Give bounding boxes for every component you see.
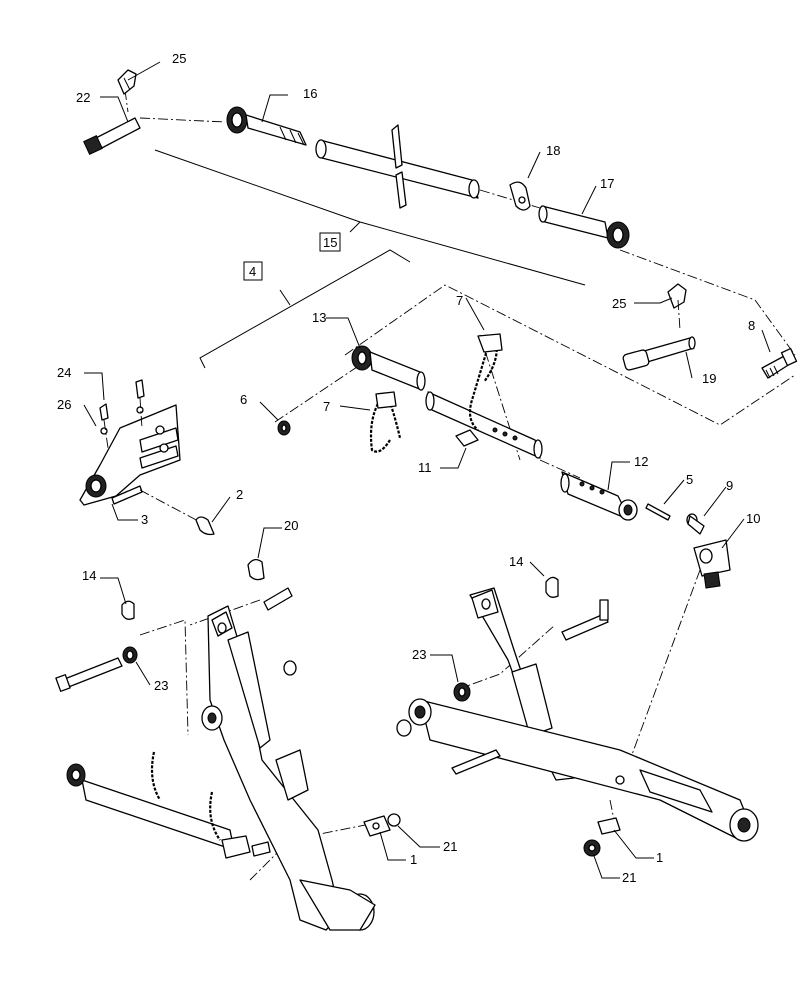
chain-7-upper-hook bbox=[477, 333, 503, 353]
callout-6: 6 bbox=[240, 392, 247, 407]
callout-4-box: 4 bbox=[243, 261, 263, 281]
chain-7-upper bbox=[468, 339, 498, 431]
callout-12: 12 bbox=[634, 454, 648, 469]
callout-17: 17 bbox=[600, 176, 614, 191]
rod-end-13 bbox=[351, 345, 426, 391]
callout-25-top: 25 bbox=[172, 51, 186, 66]
right-lower-link bbox=[396, 576, 759, 857]
clip-25-lower bbox=[667, 283, 687, 331]
mounting-bracket bbox=[79, 379, 215, 536]
leader-lines bbox=[83, 61, 771, 879]
pin-9 bbox=[686, 513, 705, 535]
callout-1-right: 1 bbox=[656, 850, 663, 865]
callout-7-lower: 7 bbox=[323, 399, 330, 414]
callout-21-right: 21 bbox=[622, 870, 636, 885]
callout-19: 19 bbox=[702, 371, 716, 386]
clip-18 bbox=[509, 181, 531, 211]
callout-21-left: 21 bbox=[443, 839, 457, 854]
callout-7-upper: 7 bbox=[456, 293, 463, 308]
callout-4: 4 bbox=[249, 264, 256, 279]
pin-5 bbox=[645, 503, 671, 521]
top-link-tube bbox=[315, 124, 480, 209]
chain-7-lower bbox=[369, 395, 402, 453]
callout-22: 22 bbox=[76, 90, 90, 105]
top-link-assembly bbox=[83, 69, 798, 379]
callout-8: 8 bbox=[748, 318, 755, 333]
callout-13: 13 bbox=[312, 310, 326, 325]
callout-10: 10 bbox=[746, 511, 760, 526]
callout-23-right: 23 bbox=[412, 647, 426, 662]
callout-5: 5 bbox=[686, 472, 693, 487]
adjuster-12 bbox=[560, 471, 638, 521]
rod-end-17 bbox=[538, 205, 630, 249]
callout-15: 15 bbox=[323, 235, 337, 250]
callout-23-left: 23 bbox=[154, 678, 168, 693]
callout-11: 11 bbox=[418, 460, 432, 475]
callout-2: 2 bbox=[236, 487, 243, 502]
callout-26: 26 bbox=[57, 397, 71, 412]
bolt-8 bbox=[761, 347, 798, 379]
callout-14-left: 14 bbox=[82, 568, 96, 583]
pin-22 bbox=[83, 117, 141, 155]
nut-6 bbox=[277, 420, 291, 436]
callout-3: 3 bbox=[141, 512, 148, 527]
lift-tube-11 bbox=[425, 391, 543, 459]
callout-14-right: 14 bbox=[509, 554, 523, 569]
callout-9: 9 bbox=[726, 478, 733, 493]
clip-25-top bbox=[117, 69, 137, 95]
callout-20: 20 bbox=[284, 518, 298, 533]
clevis-10 bbox=[693, 539, 731, 589]
callout-24: 24 bbox=[57, 365, 71, 380]
callout-15-box: 15 bbox=[319, 232, 341, 252]
callout-labels: 25 22 16 18 17 15 4 25 8 19 13 7 6 7 11 … bbox=[57, 51, 760, 885]
callout-18: 18 bbox=[546, 143, 560, 158]
rod-end-16 bbox=[226, 106, 307, 146]
callout-25-lower: 25 bbox=[612, 296, 626, 311]
callout-1-left: 1 bbox=[410, 852, 417, 867]
left-lower-link bbox=[55, 558, 401, 931]
lift-rod-assembly bbox=[199, 249, 796, 761]
chain-7-lower-hook bbox=[375, 391, 397, 409]
pin-19 bbox=[622, 336, 696, 371]
callout-16: 16 bbox=[303, 86, 317, 101]
